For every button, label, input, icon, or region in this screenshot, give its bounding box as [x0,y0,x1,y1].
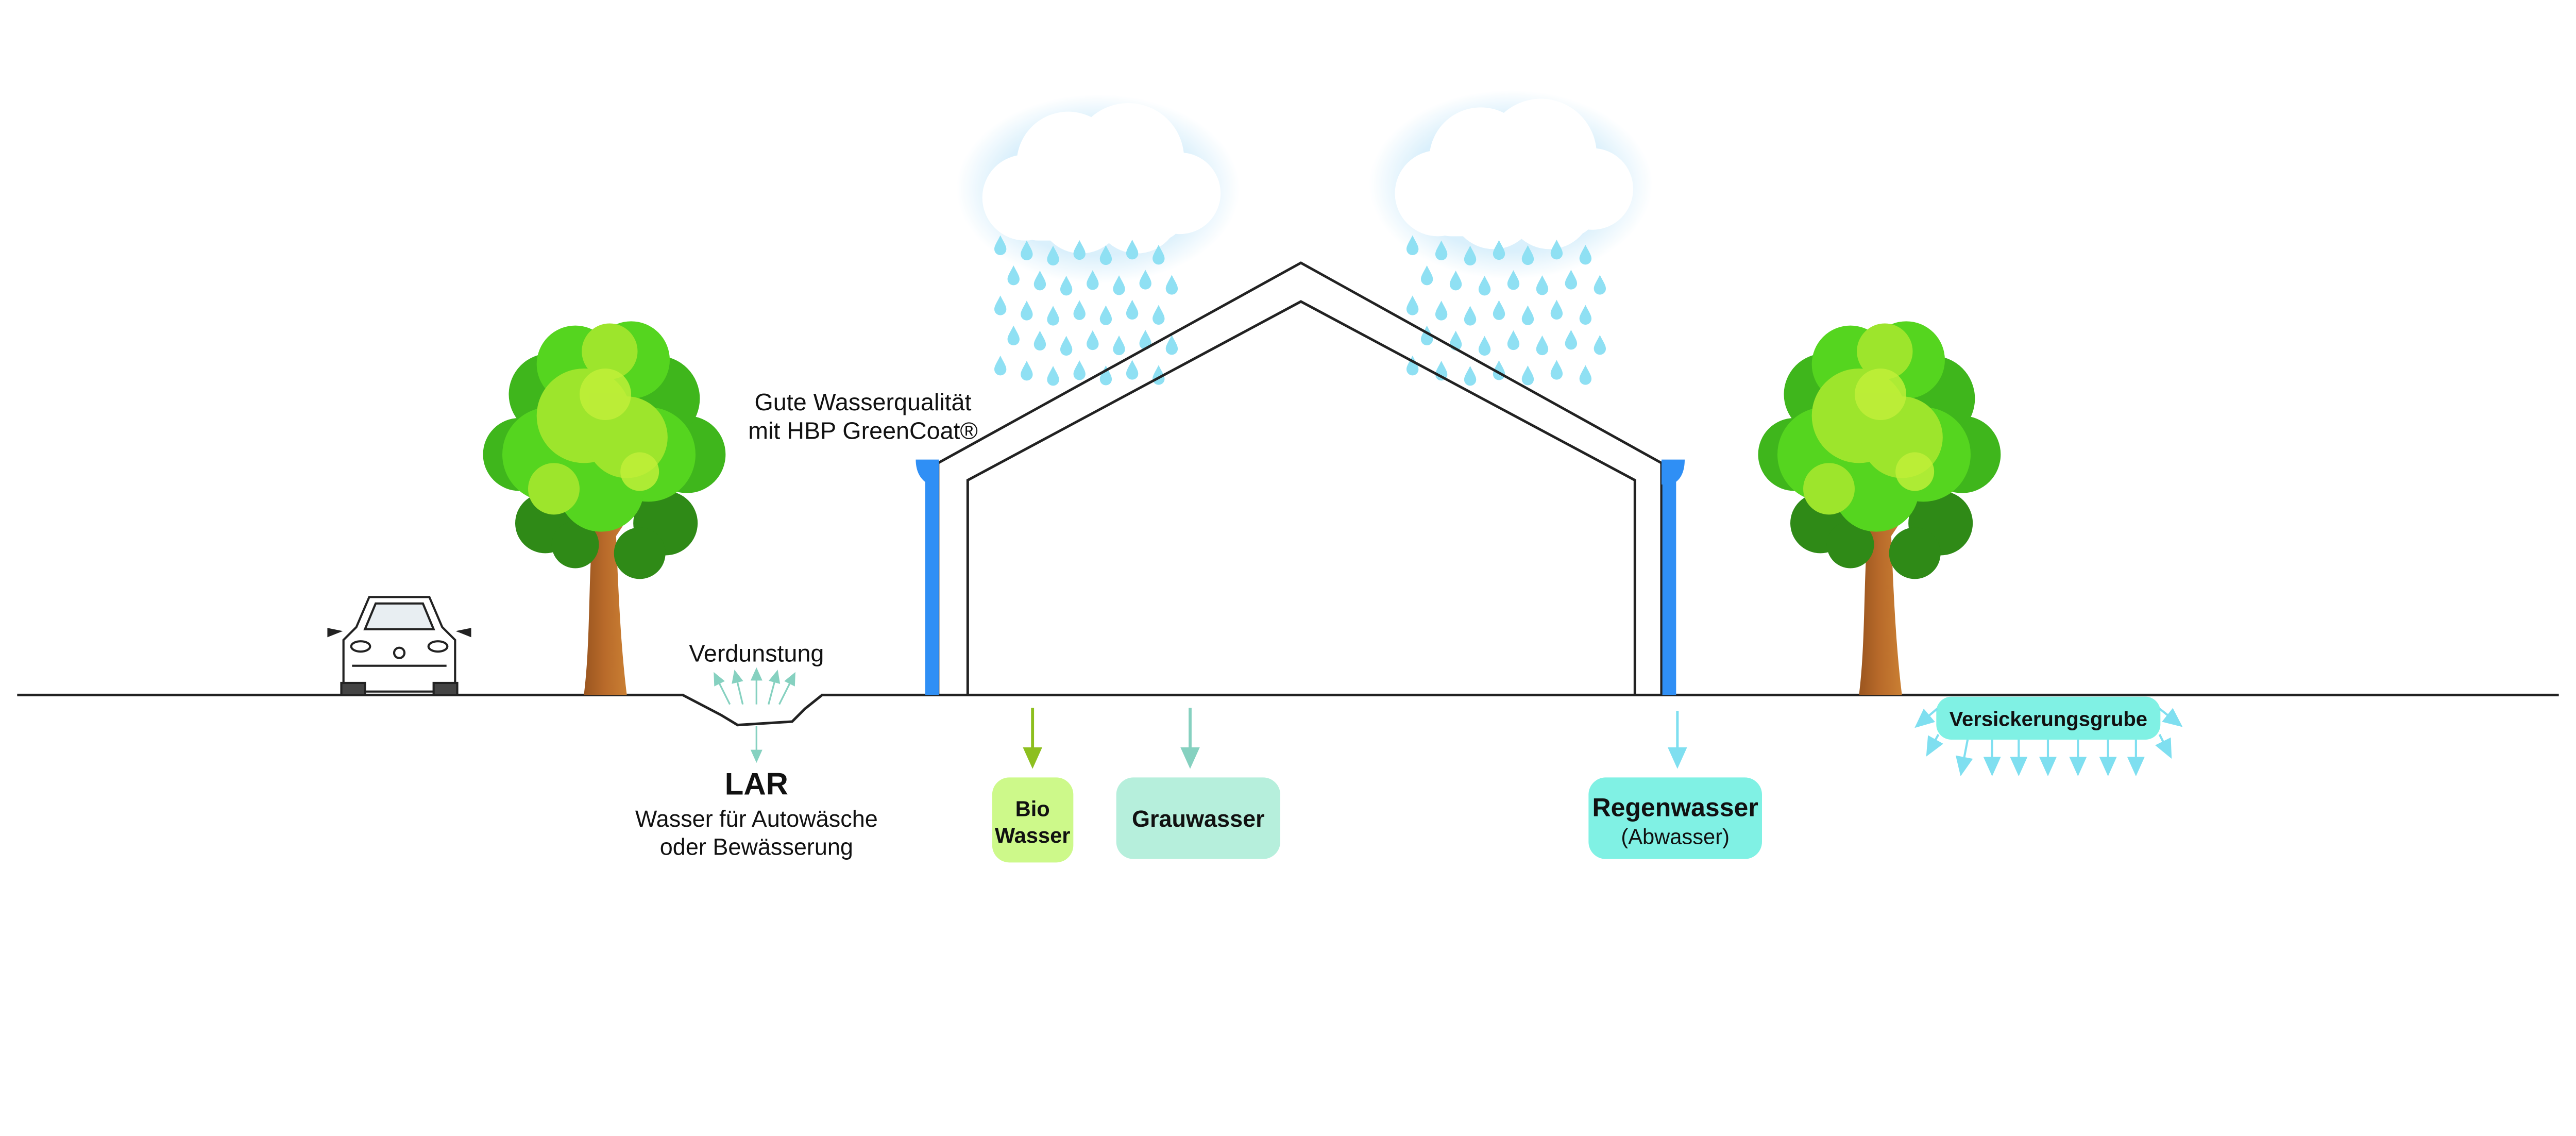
lar-pit [682,694,823,727]
raindrop-icon [1087,330,1099,350]
rain-water-box [1588,777,1762,859]
rainwater-diagram: Gute Wasserqualität mit HBP GreenCoat® V… [17,90,2559,863]
arrow-shaft [2159,708,2170,717]
raindrop-icon [1126,299,1139,320]
arrow-down-icon [1180,747,1200,769]
raindrop-icon [1594,335,1606,355]
raindrop-icon [1449,270,1462,291]
arrow-down-icon [2127,757,2145,777]
lar-title: LAR [725,767,788,801]
arrow-shaft [718,682,731,705]
raindrop-icon [1579,305,1592,325]
arrow-down-icon [750,667,762,681]
downspout [916,459,1685,695]
raindrop-icon [1073,360,1086,380]
raindrop-icon [1521,365,1534,386]
raindrop-icon [1435,300,1448,321]
evaporation-label: Verdunstung [689,640,824,666]
arrow-down-icon [2069,757,2087,777]
raindrop-icon [1536,275,1549,295]
arrow-down-icon [2010,757,2028,777]
raindrop-icon [1007,265,1020,286]
raindrop-icon [1464,365,1477,386]
arrow-down-icon [732,670,743,684]
soakaway-label: Versickerungsgrube [1950,708,2147,730]
arrow-shaft [1927,708,1938,717]
raindrop-icon [1060,336,1073,356]
soakaway-arrows [1914,708,2183,777]
raindrop-icon [1521,305,1534,325]
raindrop-icon [1565,270,1578,290]
grey-water-label: Grauwasser [1132,806,1265,832]
arrow-down-icon [2039,757,2057,777]
bio-line1: Bio [1015,796,1050,821]
raindrop-icon [994,355,1007,376]
raindrop-icon [1507,330,1520,350]
quality-label-line2: mit HBP GreenCoat® [748,417,978,444]
raindrop-icon [1420,265,1433,286]
tree-icon [483,321,726,695]
arrow-down-icon [714,672,725,687]
rain-water-label: Regenwasser [1592,793,1758,822]
raindrop-icon [1478,336,1491,356]
arrow-down-icon [1668,747,1687,769]
raindrop-icon [1165,335,1178,355]
arrow-down-icon [1983,757,2001,777]
raindrop-icon [1021,300,1033,321]
arrow-down-icon [1955,755,1973,776]
tree-icon [1758,321,2001,695]
raindrop-icon [1126,360,1139,380]
raindrop-icon [1033,330,1046,350]
diagram-canvas: Gute Wasserqualität mit HBP GreenCoat® V… [17,90,2559,863]
arrow-down-icon [1023,747,1042,769]
raindrop-icon [1099,305,1112,325]
lar-line2: oder Bewässerung [660,833,853,860]
raindrop-icon [1565,329,1578,350]
raindrop-icon [1464,306,1477,326]
rain-water-sublabel: (Abwasser) [1621,824,1730,848]
raindrop-icon [1478,275,1491,296]
raindrop-icon [1153,305,1165,325]
raindrop-icon [1406,295,1419,315]
raindrop-icon [1165,275,1178,295]
arrow-shaft [1963,739,1969,759]
evaporation-arrows [714,667,795,763]
arrow-down-icon [2162,708,2183,727]
arrow-shaft [736,681,744,705]
cloud-icon [956,94,1240,283]
raindrop-icon [1113,335,1125,356]
raindrop-icon [1007,325,1020,345]
arrow-down-icon [1914,708,1935,728]
arrow-down-icon [768,670,781,684]
raindrop-icon [1047,365,1059,386]
arrow-down-icon [2155,737,2172,759]
raindrop-icon [1073,300,1086,320]
raindrop-icon [1493,300,1505,320]
lar-line1: Wasser für Autowäsche [635,806,878,832]
raindrop-icon [1594,275,1606,295]
raindrop-icon [1047,306,1059,326]
quality-label-line1: Gute Wasserqualität [755,389,972,415]
arrow-down-icon [750,749,762,763]
raindrop-icon [1579,365,1592,385]
soakaway-box [1936,696,2161,740]
bio-water-box [992,777,1074,863]
raindrop-icon [1021,360,1033,381]
raindrop-icon [1536,335,1549,356]
grey-water-box [1116,777,1280,859]
raindrop-icon [994,295,1007,315]
arrow-shaft [778,682,791,705]
arrow-shaft [2158,734,2165,743]
raindrop-icon [1550,360,1563,380]
arrow-down-icon [784,672,795,687]
car-icon [327,596,471,696]
house-outline [937,261,1663,695]
bio-line2: Wasser [995,823,1071,847]
arrow-down-icon [1926,735,1943,757]
arrow-down-icon [2099,757,2117,777]
raindrop-icon [1550,299,1563,320]
arrow-shaft [768,681,776,705]
drain-arrows [1023,708,1687,769]
